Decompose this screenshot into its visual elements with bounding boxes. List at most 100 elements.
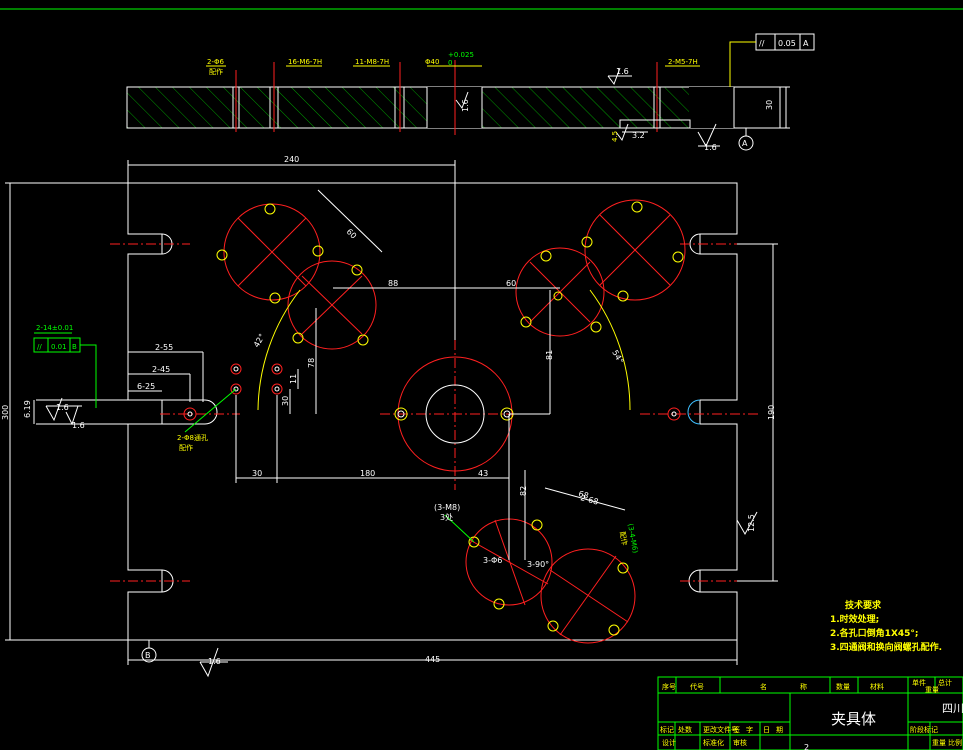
svg-text:标记: 标记 (660, 725, 674, 734)
ra-step: 3.2 (632, 131, 645, 140)
svg-text:处数: 处数 (678, 725, 692, 734)
svg-text:设计: 设计 (662, 738, 676, 747)
flange-upper-left (216, 203, 324, 304)
plan-roughness: 1.6 1.6 12.5 1.6 (45, 397, 758, 678)
label-peizuo: 配作 (209, 67, 223, 76)
dim-180: 180 (360, 469, 375, 478)
ra-bottom: 1.6 (704, 143, 717, 152)
svg-text:1.6: 1.6 (208, 657, 221, 666)
section-view: 2-Φ6 配作 16-M6-7H 11-M8-7H Φ40 +0.025 0 2… (126, 33, 815, 152)
ra-bore: 1.6 (461, 99, 470, 112)
svg-text:数量: 数量 (836, 682, 850, 691)
svg-text:总计: 总计 (938, 678, 952, 687)
svg-text:2: 2 (804, 743, 809, 750)
angle-54: 54° (610, 349, 625, 366)
svg-text:2-55: 2-55 (155, 343, 173, 352)
label-phi40-upper: +0.025 (448, 51, 474, 59)
note-2: 2.各孔口倒角1X45°; (830, 627, 919, 639)
svg-text:B: B (72, 343, 77, 351)
svg-text:0.01: 0.01 (51, 343, 67, 351)
flange-upper-right-2 (515, 247, 605, 337)
dim-445: 445 (425, 655, 440, 664)
plan-dimensions: 240 445 300 190 88 60 81 78 11 30 (1, 155, 778, 665)
svg-text:B: B (145, 651, 151, 660)
svg-text:重量: 重量 (925, 686, 939, 694)
svg-text:阶段标记: 阶段标记 (910, 725, 938, 734)
dim-11: 11 (289, 374, 298, 384)
svg-text:6-25: 6-25 (137, 382, 155, 391)
svg-text:期: 期 (776, 726, 783, 734)
svg-text:标准化: 标准化 (703, 738, 724, 747)
dim-82: 82 (519, 486, 528, 496)
section-hole-labels: 2-Φ6 配作 16-M6-7H 11-M8-7H Φ40 +0.025 0 2… (206, 51, 700, 76)
section-hatch (127, 87, 689, 128)
depth-dim: 4.5 (611, 131, 619, 142)
note-3: 3.四通阀和换向阀螺孔配作. (830, 641, 942, 653)
svg-text://: // (759, 39, 765, 48)
dim-60b: 60 (345, 227, 359, 241)
note-2-68: 2-68 (579, 493, 599, 506)
plan-hole-notes: 2-Φ8通孔 配作 (3-M8) 3处 (3-4-M6) 配作 2-68 (177, 388, 639, 554)
plate-outline (127, 182, 738, 641)
dim-78: 78 (307, 358, 316, 368)
svg-text:单件: 单件 (912, 678, 926, 687)
svg-text:比例: 比例 (948, 738, 962, 747)
plan-view: 240 445 300 190 88 60 81 78 11 30 (1, 155, 778, 678)
svg-text:签: 签 (733, 725, 740, 734)
svg-text:12.5: 12.5 (747, 514, 756, 532)
parallelism-frame-a: // 0.05 A (729, 33, 815, 87)
dim-240: 240 (284, 155, 299, 164)
angle-42: 42° (252, 332, 267, 349)
title-block: 序号 代号 名 称 数量 材料 单件 总计 重量 夹具体 四川 标记 处数 更改… (657, 676, 963, 750)
label-11-m8: 11-M8-7H (355, 58, 389, 66)
dim-43: 43 (478, 469, 488, 478)
label-16-m6: 16-M6-7H (288, 58, 322, 66)
thickness-dim: 30 (765, 100, 774, 110)
svg-text:重量: 重量 (932, 739, 946, 747)
svg-text:名: 名 (760, 682, 767, 691)
dim-81: 81 (545, 350, 554, 360)
flange-upper-left-2 (287, 260, 377, 350)
svg-text:A: A (803, 39, 809, 48)
note-3chu: 3处 (440, 512, 453, 522)
svg-text:序号: 序号 (662, 682, 676, 691)
left-holes (183, 363, 681, 421)
angle-3phi6: 3-Φ6 (483, 556, 502, 565)
dim-190: 190 (767, 405, 776, 420)
slot-dimensions: 2-55 2-45 6-25 6.19 (23, 343, 204, 425)
dim-88: 88 (388, 279, 398, 288)
svg-text:称: 称 (800, 682, 807, 691)
svg-text:材料: 材料 (870, 682, 884, 691)
flange-lower-1 (465, 518, 553, 610)
svg-text:更改文件号: 更改文件号 (703, 725, 738, 734)
angle-3-90: 3-90° (527, 560, 549, 569)
svg-text:0.05: 0.05 (778, 39, 796, 48)
note-peizuo: 配作 (179, 443, 193, 452)
label-2-phi6: 2-Φ6 (207, 58, 224, 66)
label-phi40: Φ40 (425, 58, 439, 66)
svg-text://: // (37, 343, 42, 351)
svg-text:1.6: 1.6 (56, 403, 69, 412)
section-roughness: 1.6 1.6 3.2 1.6 (455, 67, 720, 152)
organization: 四川 (942, 702, 963, 715)
svg-text:审核: 审核 (733, 738, 747, 747)
part-name: 夹具体 (831, 710, 876, 728)
technical-notes: 技术要求 1.时效处理; 2.各孔口倒角1X45°; 3.四通阀和换向阀螺孔配作… (830, 599, 942, 653)
dim-30: 30 (252, 469, 262, 478)
dim-68: 68 (577, 489, 589, 500)
svg-text:2-45: 2-45 (152, 365, 170, 374)
flange-upper-right (581, 199, 686, 302)
svg-text:日: 日 (763, 726, 770, 734)
note-3-m8: (3-M8) (434, 503, 460, 512)
notes-title: 技术要求 (845, 599, 882, 611)
label-2-m5: 2-M5-7H (668, 58, 698, 66)
datum-a: A (738, 127, 754, 151)
svg-text:字: 字 (746, 725, 753, 734)
parallelism-frame-b: 2-14±0.01 // 0.01 B (33, 324, 97, 408)
ra-top-1: 1.6 (616, 67, 629, 76)
note-1: 1.时效处理; (830, 613, 879, 625)
flange-lower-2 (540, 548, 636, 644)
svg-text:A: A (742, 139, 748, 148)
svg-text:2-14±0.01: 2-14±0.01 (36, 324, 73, 332)
